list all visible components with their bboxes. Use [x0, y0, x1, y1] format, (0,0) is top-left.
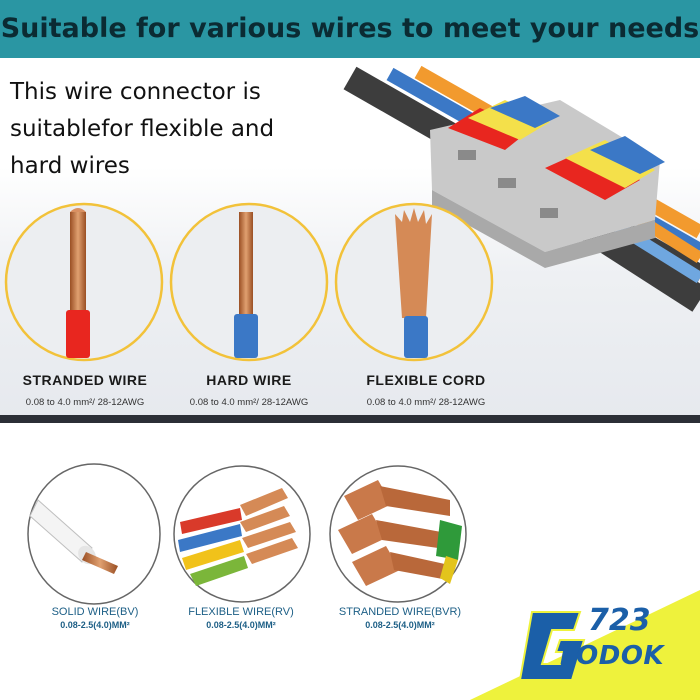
stranded-wire-bvr-spec: 0.08-2.5(4.0)MM²	[365, 620, 435, 630]
flexible-wire-icon	[178, 488, 298, 586]
flexible-wire-spec: 0.08-2.5(4.0)MM²	[206, 620, 276, 630]
stranded-wire-label: STRANDED WIRE	[22, 372, 148, 388]
panel-divider	[0, 415, 700, 423]
flexible-cord-spec: 0.08 to 4.0 mm²/ 28-12AWG	[366, 397, 486, 408]
stranded-wire-bvr-icon	[338, 480, 462, 586]
intro-line: hard wires	[10, 153, 130, 179]
hard-wire-icon	[234, 212, 258, 358]
stranded-wire-bvr-label: STRANDED WIRE(BVR)	[338, 606, 462, 618]
hard-wire-label: HARD WIRE	[206, 372, 292, 388]
stranded-wire-spec: 0.08 to 4.0 mm²/ 28-12AWG	[25, 397, 145, 408]
logo-number: 723	[588, 603, 651, 638]
banner-title: Suitable for various wires to meet your …	[0, 13, 700, 44]
solid-wire-icon	[29, 499, 118, 574]
flexible-cord-label: FLEXIBLE CORD	[366, 372, 486, 388]
intro-text: This wire connector is suitablefor flexi…	[10, 74, 330, 185]
stranded-wire-icon	[66, 208, 90, 358]
brand-logo-mark	[518, 611, 586, 681]
header-banner	[0, 0, 700, 58]
intro-line: suitablefor flexible and	[10, 116, 275, 142]
hard-wire-spec: 0.08 to 4.0 mm²/ 28-12AWG	[189, 397, 309, 408]
lever-connector	[430, 96, 665, 268]
solid-wire-spec: 0.08-2.5(4.0)MM²	[60, 620, 130, 630]
flexible-cord-icon	[395, 208, 432, 358]
flexible-wire-label: FLEXIBLE WIRE(RV)	[188, 606, 294, 618]
solid-wire-label: SOLID WIRE(BV)	[51, 606, 139, 618]
logo-name: LODOK	[560, 641, 665, 671]
intro-line: This wire connector is	[10, 79, 261, 105]
